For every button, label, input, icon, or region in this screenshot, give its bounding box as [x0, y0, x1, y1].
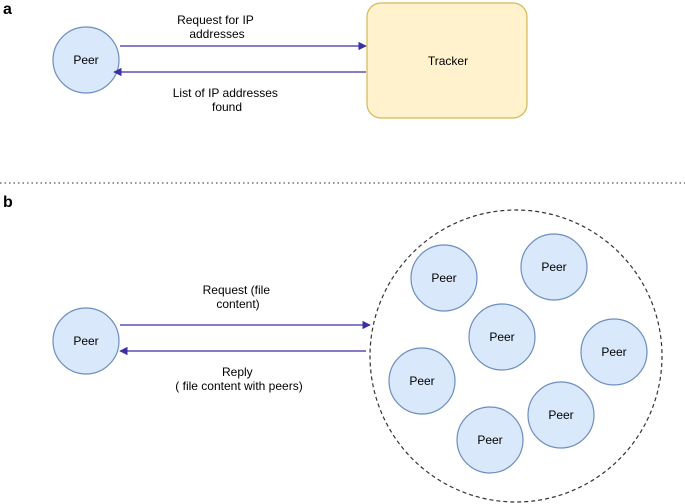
peer-node-b: Peer — [52, 307, 120, 375]
swarm-peer-node: Peer — [456, 406, 524, 474]
panel-b-label: b — [3, 194, 13, 211]
peer-circle — [580, 318, 648, 386]
reply-label-b-line2: ( file content with peers) — [175, 379, 302, 393]
peer-label: Peer — [477, 433, 502, 447]
peer-label: Peer — [73, 334, 98, 348]
request-label-a-line2: addresses — [189, 27, 244, 41]
peer-circle — [520, 233, 588, 301]
swarm-peer-node: Peer — [410, 244, 478, 312]
response-label-a: List of IP addresses found — [173, 86, 282, 114]
peer-label: Peer — [409, 374, 434, 388]
peer-label: Peer — [431, 271, 456, 285]
request-label-b-line1: Request (file — [203, 283, 271, 297]
peer-label: Peer — [601, 345, 626, 359]
reply-label-b-line1: Reply — [222, 365, 253, 379]
swarm-peer-node: Peer — [468, 303, 536, 371]
response-label-a-line2: found — [212, 100, 242, 114]
peer-node-a: Peer — [52, 26, 120, 94]
tracker-box — [366, 2, 528, 119]
response-label-a-line1: List of IP addresses — [173, 86, 278, 100]
request-label-b: Request (file content) — [203, 283, 274, 311]
swarm-peer-node: Peer — [527, 381, 595, 449]
peer-circle — [468, 303, 536, 371]
peer-label: Peer — [73, 53, 98, 67]
swarm-peer-node: Peer — [388, 347, 456, 415]
panel-a-label: a — [3, 1, 12, 18]
request-label-a: Request for IP addresses — [177, 13, 257, 41]
peer-circle — [388, 347, 456, 415]
request-label-a-line1: Request for IP — [177, 13, 254, 27]
peer-label: Peer — [541, 260, 566, 274]
peer-circle — [527, 381, 595, 449]
peer-circle — [52, 26, 120, 94]
peer-circle — [52, 307, 120, 375]
request-label-b-line2: content) — [216, 297, 259, 311]
peer-circle — [456, 406, 524, 474]
swarm-peer-node: Peer — [580, 318, 648, 386]
tracker-node: Tracker — [366, 2, 528, 119]
peer-label: Peer — [489, 330, 514, 344]
swarm-peer-node: Peer — [520, 233, 588, 301]
tracker-label: Tracker — [428, 54, 468, 68]
peer-label: Peer — [548, 408, 573, 422]
reply-label-b: Reply ( file content with peers) — [175, 365, 302, 393]
peer-circle — [410, 244, 478, 312]
peer-swarm-boundary — [369, 209, 663, 503]
